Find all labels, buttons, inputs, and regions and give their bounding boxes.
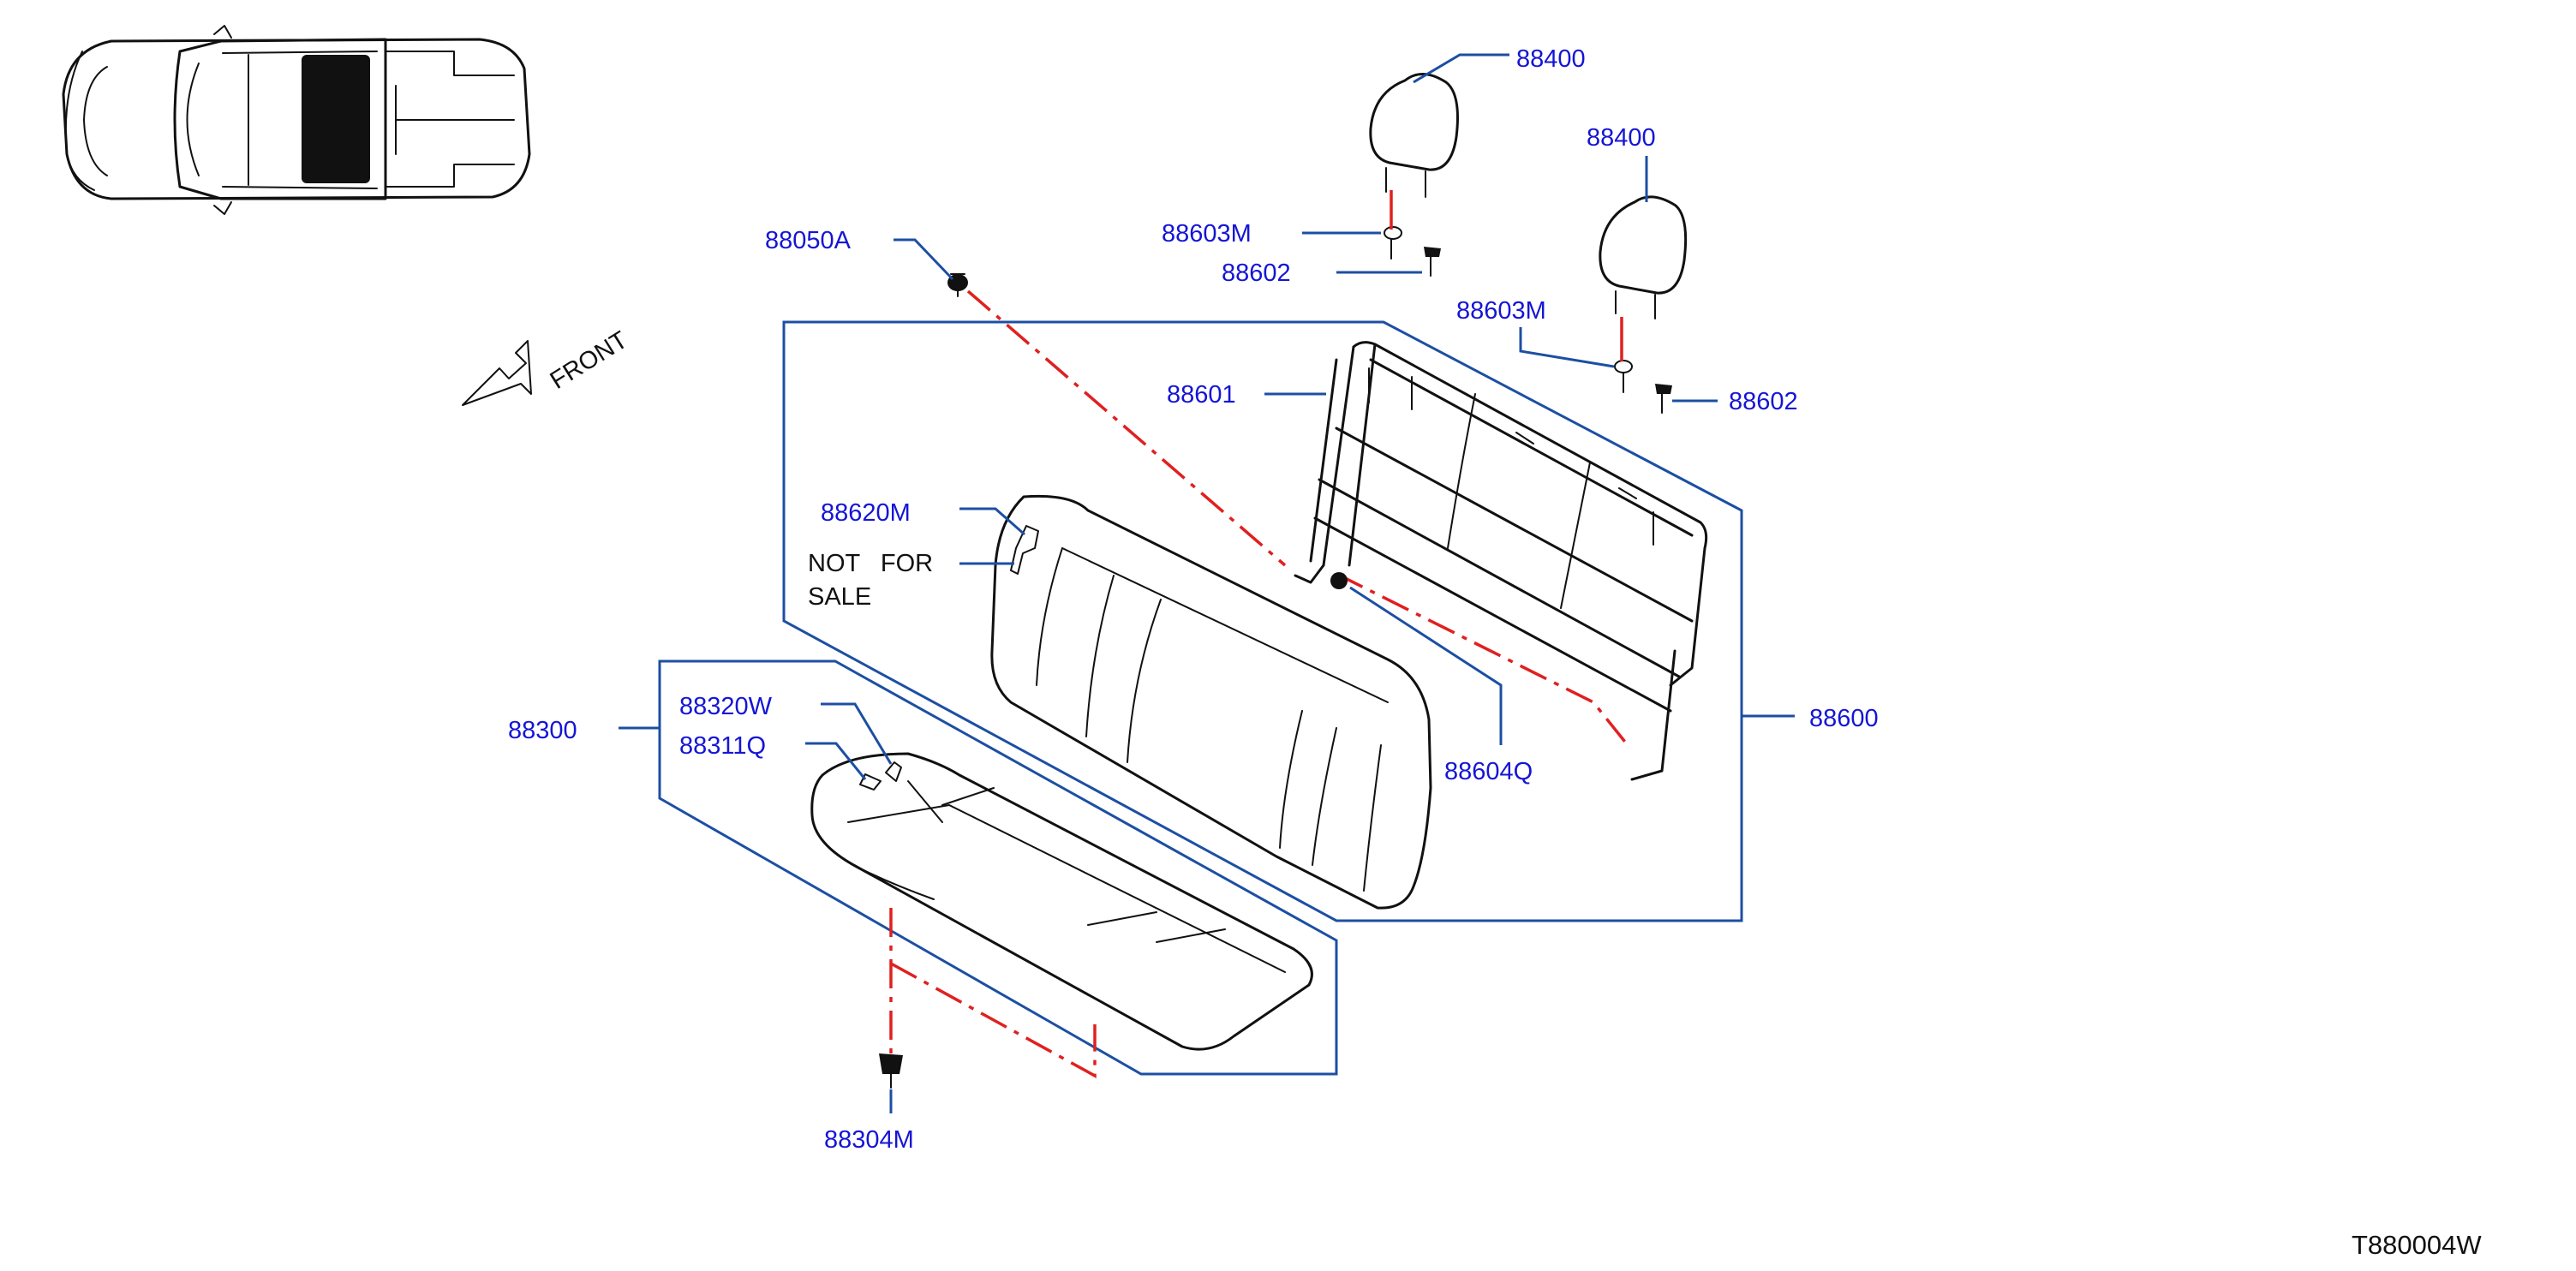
front-label: FRONT (546, 326, 633, 395)
callout-88311q: 88311Q (679, 732, 766, 760)
seatback-frame-part (1294, 341, 1708, 781)
callout-88050a: 88050A (765, 227, 852, 254)
highlighted-rear-seat (302, 55, 370, 183)
cushion-trim-part (885, 761, 902, 782)
not-for-sale-line1: NOT FOR (808, 550, 933, 577)
seatback-assembly-frame (782, 320, 1743, 922)
vehicle-top-view (62, 25, 531, 215)
callout-88602-upper: 88602 (1222, 260, 1291, 287)
front-arrow-icon (462, 340, 532, 406)
callout-88320w: 88320W (679, 693, 773, 720)
seatback-part (990, 494, 1432, 910)
callout-88300: 88300 (508, 717, 577, 744)
cushion-pad-part (859, 773, 882, 791)
callout-88620m: 88620M (821, 499, 911, 527)
headrest-lock-upper (1424, 247, 1441, 277)
seat-cushion-part (810, 752, 1313, 1051)
not-for-sale-line2: SALE (808, 583, 871, 611)
callout-88603m-upper: 88603M (1162, 220, 1252, 248)
headrest-upper (1369, 73, 1459, 198)
cushion-clip-part (879, 1053, 903, 1089)
headrest-lower (1599, 195, 1688, 319)
callout-88603m-lower: 88603M (1456, 297, 1546, 325)
callout-88600: 88600 (1809, 705, 1879, 732)
seat-cushion-frame (658, 659, 1338, 1076)
callout-88400-upper: 88400 (1516, 45, 1586, 73)
headrest-guide-lower (1614, 360, 1633, 393)
trim-bracket-part (1010, 525, 1039, 575)
headrest-guide-upper (1384, 226, 1402, 260)
callout-88304m: 88304M (824, 1126, 914, 1154)
callout-88400-lower: 88400 (1587, 124, 1656, 152)
callout-88601: 88601 (1167, 381, 1236, 409)
headrest-lock-lower (1655, 384, 1672, 414)
front-direction-indicator: FRONT (462, 326, 633, 406)
hinge-bolt-part (1330, 572, 1348, 589)
drawing-code: T880004W (2352, 1230, 2482, 1260)
callout-88604q: 88604Q (1444, 758, 1533, 785)
callout-88602-lower: 88602 (1729, 388, 1798, 415)
